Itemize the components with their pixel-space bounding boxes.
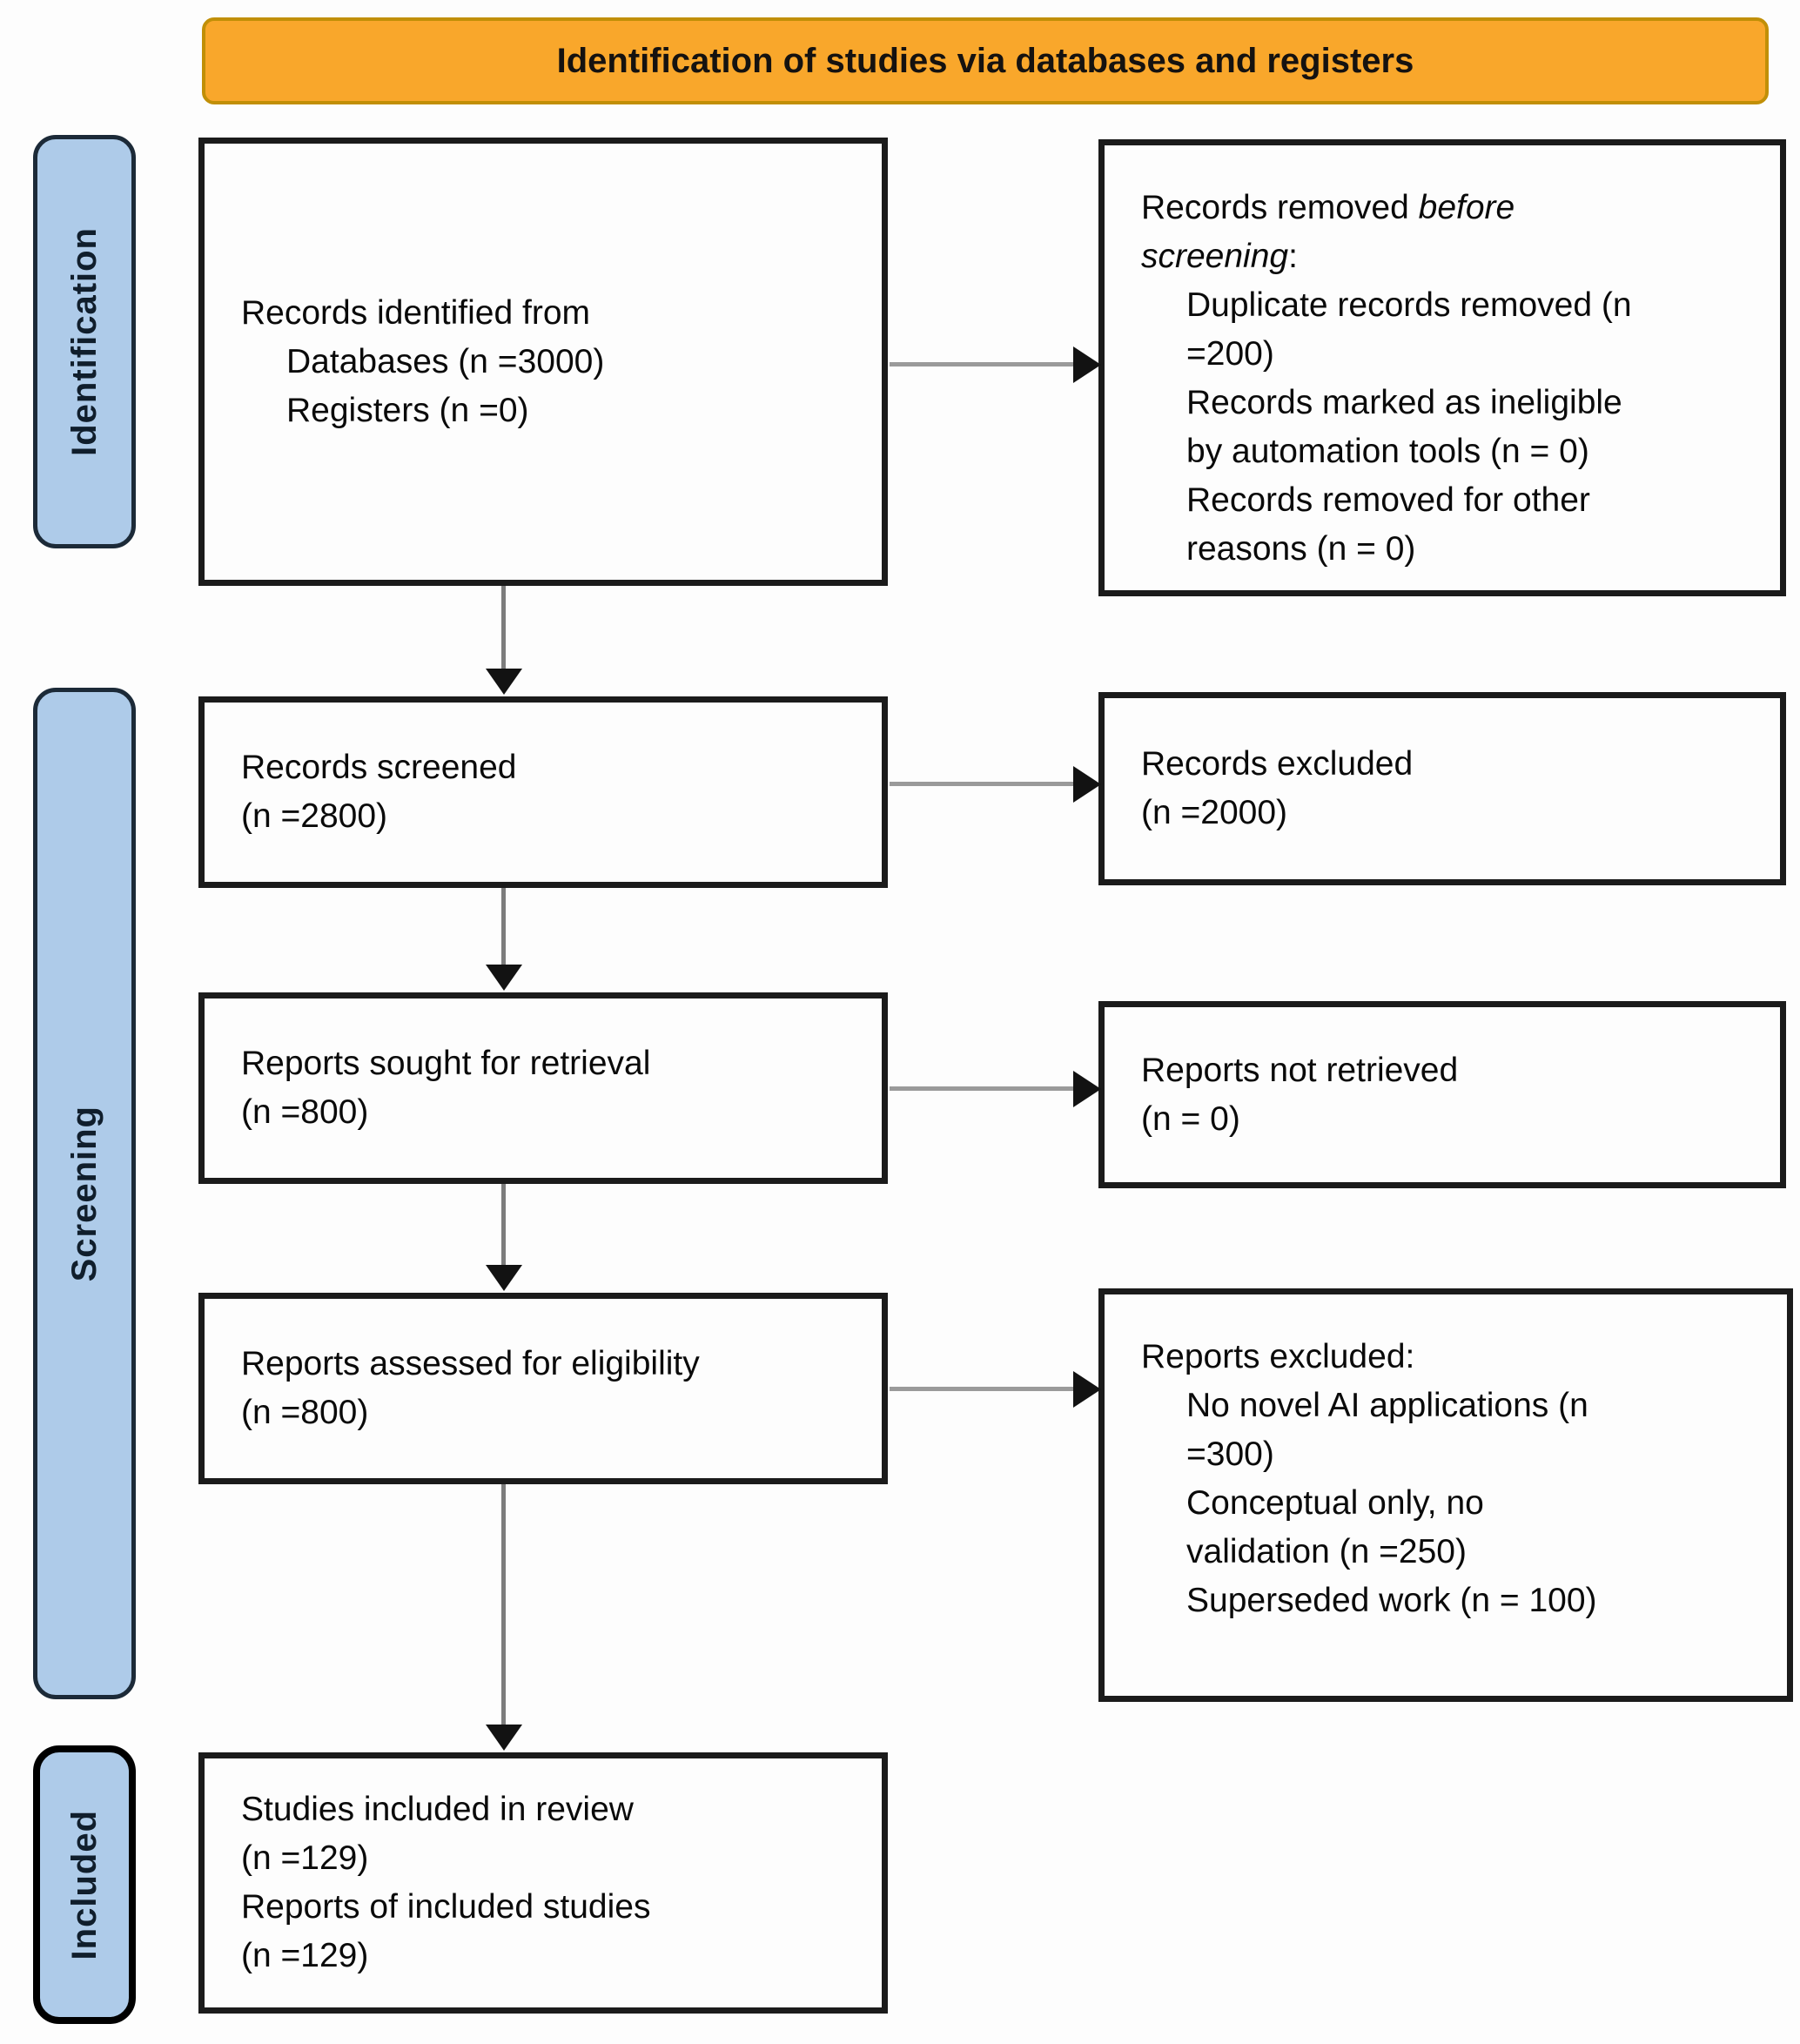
box-studies-included-text: Studies included in review(n =129)Report…	[241, 1791, 651, 1974]
stage-bar-included: Included	[33, 1745, 136, 2024]
box-records-excluded: Records excluded(n =2000)	[1098, 692, 1786, 885]
box-reports-not-retrieved-text: Reports not retrieved(n = 0)	[1141, 1051, 1459, 1138]
box-reports-sought-text: Reports sought for retrieval(n =800)	[241, 1045, 651, 1131]
box-reports-assessed: Reports assessed for eligibility(n =800)	[198, 1293, 888, 1484]
stage-bar-identification: Identification	[33, 135, 136, 548]
arrow-identified-to-removed	[890, 362, 1074, 366]
stage-bar-screening: Screening	[33, 688, 136, 1699]
diagram-title: Identification of studies via databases …	[556, 41, 1414, 80]
box-reports-sought: Reports sought for retrieval(n =800)	[198, 992, 888, 1184]
box-reports-excluded-text: Reports excluded:No novel AI application…	[1141, 1338, 1597, 1619]
diagram-title-banner: Identification of studies via databases …	[202, 17, 1769, 104]
box-reports-assessed-text: Reports assessed for eligibility(n =800)	[241, 1345, 700, 1431]
arrow-assessed-to-included	[501, 1484, 506, 1726]
box-records-screened-text: Records screened(n =2800)	[241, 749, 517, 835]
arrow-screened-to-excluded	[890, 782, 1074, 786]
arrow-sought-to-not-retrieved	[890, 1086, 1074, 1091]
arrow-screened-to-sought	[501, 888, 506, 966]
stage-label-screening: Screening	[64, 1105, 104, 1282]
arrow-assessed-to-reports-excluded	[890, 1387, 1074, 1391]
box-records-screened: Records screened(n =2800)	[198, 696, 888, 888]
arrow-identified-to-screened	[501, 586, 506, 670]
box-records-excluded-text: Records excluded(n =2000)	[1141, 745, 1414, 831]
box-reports-not-retrieved: Reports not retrieved(n = 0)	[1098, 1001, 1786, 1188]
stage-label-included: Included	[64, 1809, 104, 1960]
arrow-sought-to-assessed	[501, 1184, 506, 1267]
stage-label-identification: Identification	[64, 227, 104, 456]
box-reports-excluded: Reports excluded:No novel AI application…	[1098, 1288, 1793, 1702]
box-studies-included: Studies included in review(n =129)Report…	[198, 1752, 888, 2014]
